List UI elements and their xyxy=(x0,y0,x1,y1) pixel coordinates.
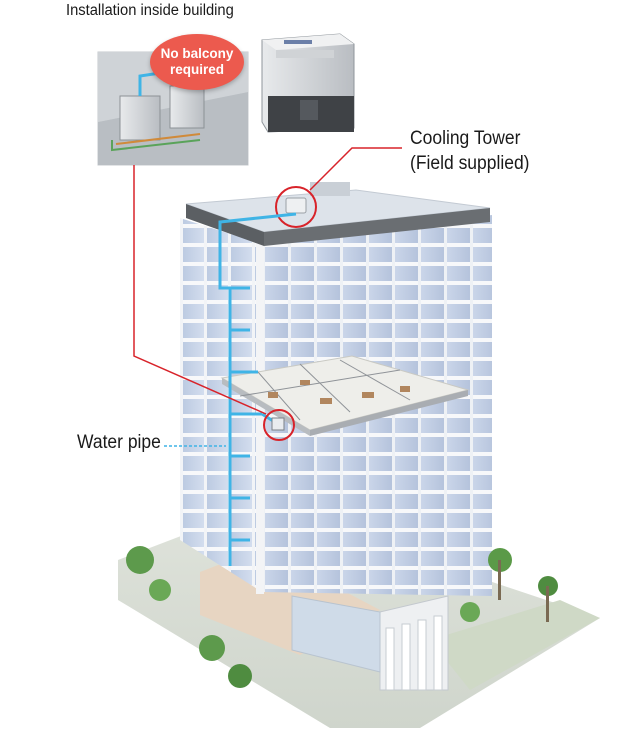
indoor-unit xyxy=(271,417,285,431)
roof-structure xyxy=(310,182,350,196)
callout-cooling-tower xyxy=(309,147,402,191)
badge-line1: No balcony xyxy=(160,46,234,61)
roof-parapet-right xyxy=(264,208,490,246)
installation-label: Installation inside building xyxy=(66,2,234,19)
water-pipe xyxy=(218,212,297,566)
roof-parapet-left xyxy=(186,204,264,246)
no-balcony-badge: No balcony required xyxy=(150,34,244,90)
cutaway-floor-edge xyxy=(222,378,310,436)
cooling-tower-marker xyxy=(275,186,317,228)
building-corner-column xyxy=(256,244,264,594)
cutaway-rooms xyxy=(239,359,411,421)
lobby-columns xyxy=(385,615,443,691)
cutaway-furniture xyxy=(268,380,410,404)
trees xyxy=(126,546,558,688)
badge-line2: required xyxy=(169,62,224,77)
indoor-unit-marker xyxy=(263,409,295,441)
lawn xyxy=(430,600,600,690)
callout-lines xyxy=(133,147,402,415)
cutaway-floor-edge-right xyxy=(310,390,468,436)
water-source-unit xyxy=(261,33,355,133)
cooling-tower-sublabel: (Field supplied) xyxy=(410,153,530,174)
callout-indoor-unit xyxy=(133,165,267,415)
lobby-glass xyxy=(291,595,381,673)
cooling-tower-unit xyxy=(285,197,307,214)
cooling-tower-label: Cooling Tower xyxy=(410,128,521,149)
water-pipe-label: Water pipe xyxy=(77,432,161,453)
